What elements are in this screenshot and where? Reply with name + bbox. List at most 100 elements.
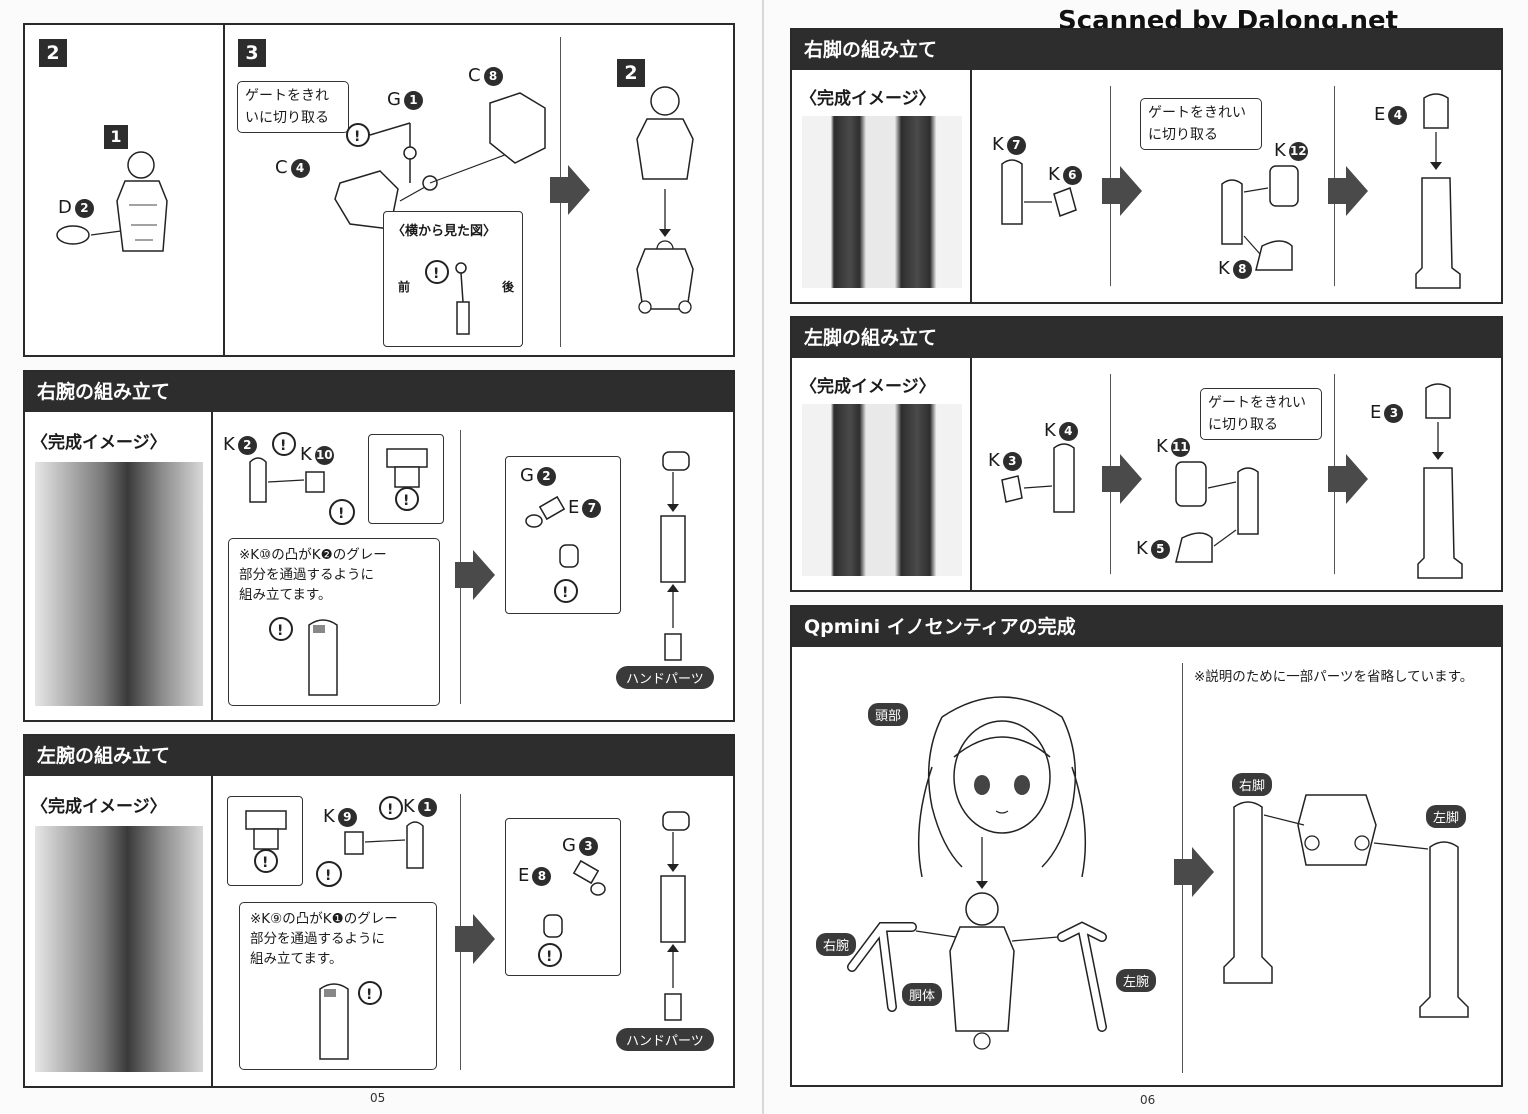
- svg-text:!: !: [262, 855, 268, 871]
- side-view-illustration: !: [425, 260, 470, 335]
- result-step-number-2: 2: [617, 59, 645, 87]
- side-view-title: 〈横から見た図〉: [392, 224, 497, 239]
- head-label: 頭部: [868, 703, 909, 726]
- figure-head-illustration: [917, 696, 1087, 878]
- right-leg-image-label: 〈完成イメージ〉: [800, 89, 936, 109]
- side-view-box: 〈横から見た図〉 前 後 !: [383, 211, 523, 347]
- left-arm-title: 左腕の組み立て: [25, 736, 733, 776]
- right-arm-note-text: ※K⑩の凸がK❷のグレー 部分を通過するように 組み立てます。: [239, 547, 387, 603]
- left-leg-gate-callout: ゲートをきれい に切り取る: [1200, 388, 1322, 440]
- right-arm-label: 右腕: [816, 933, 857, 956]
- left-arm-hand-parts-label: ハンドパーツ: [616, 1028, 714, 1051]
- next-arrow: [550, 165, 590, 215]
- right-leg-gate-callout: ゲートをきれい に切り取る: [1140, 98, 1262, 150]
- svg-text:!: !: [277, 623, 283, 639]
- svg-text:!: !: [338, 506, 344, 522]
- left-leg-knee-parts-illustration: [1001, 443, 1075, 513]
- page-gutter: [762, 0, 764, 1114]
- svg-text:!: !: [366, 987, 372, 1003]
- svg-text:!: !: [280, 438, 286, 454]
- right-leg-boot-parts-illustration: [1221, 165, 1299, 271]
- right-arm-note: ※K⑩の凸がK❷のグレー 部分を通過するように 組み立てます。 !: [228, 538, 440, 706]
- right-arm-detail-box: !: [368, 434, 444, 524]
- left-leg-boot-parts-illustration: [1175, 461, 1259, 563]
- step-number-2: 2: [39, 39, 67, 67]
- right-leg-title: 右脚の組み立て: [792, 30, 1501, 70]
- left-leg-image-label: 〈完成イメージ〉: [800, 377, 936, 397]
- right-leg-label: 右脚: [1232, 773, 1273, 796]
- sub-step-number-1: 1: [104, 125, 128, 149]
- right-leg-assembled-illustration: [1415, 93, 1461, 289]
- right-arm-hand-parts-label: ハンドパーツ: [616, 666, 714, 689]
- left-arm-assembly-illustration: [660, 811, 690, 1021]
- svg-text:!: !: [546, 949, 552, 965]
- svg-text:!: !: [387, 802, 393, 818]
- left-arm-note-text: ※K⑨の凸がK❶のグレー 部分を通過するように 組み立てます。: [250, 911, 398, 967]
- completion-next-arrow: [1174, 847, 1214, 897]
- svg-text:!: !: [562, 585, 568, 601]
- left-arm-note: ※K⑨の凸がK❶のグレー 部分を通過するように 組み立てます。 !: [239, 902, 437, 1070]
- left-note-illustration: !: [319, 981, 382, 1060]
- completion-panel: Qpmini イノセンティアの完成 ※説明のために一部パーツを省略しています。 …: [790, 605, 1503, 1087]
- left-leg-label: 左脚: [1426, 805, 1467, 828]
- front-label: 前: [398, 280, 411, 294]
- note-illustration: !: [269, 617, 338, 696]
- left-arm-label: 左腕: [1116, 969, 1157, 992]
- assembled-torso-illustration: [636, 86, 694, 314]
- figure-legs-illustration: [1223, 794, 1469, 1018]
- shoulder-assembly-illustration: !: [334, 92, 546, 230]
- svg-text:!: !: [433, 266, 439, 282]
- right-leg-next-arrow-2: [1328, 166, 1368, 216]
- left-leg-title: 左脚の組み立て: [792, 318, 1501, 358]
- right-arm-title: 右腕の組み立て: [25, 372, 733, 412]
- svg-text:!: !: [403, 493, 409, 509]
- page-number-right: 06: [1140, 1093, 1156, 1107]
- right-leg-knee-parts-illustration: [1001, 159, 1077, 225]
- left-arm-detail-box: !: [227, 796, 303, 886]
- figure-body-illustration: [847, 837, 1107, 1050]
- elbow-parts-illustration: !: [525, 495, 579, 603]
- right-leg-next-arrow-1: [1102, 166, 1142, 216]
- svg-text:!: !: [354, 129, 360, 145]
- right-arm-parts-illustration: ! !: [249, 432, 355, 525]
- left-arm-next-arrow: [455, 914, 495, 964]
- left-leg-assembled-illustration: [1417, 383, 1463, 579]
- right-arm-assembly-illustration: [660, 451, 690, 661]
- completion-note: ※説明のために一部パーツを省略しています。: [1194, 669, 1474, 685]
- left-elbow-parts-illustration: !: [538, 859, 606, 967]
- svg-text:!: !: [325, 868, 331, 884]
- right-arm-photo: [35, 462, 203, 706]
- left-leg-next-arrow-2: [1328, 454, 1368, 504]
- torso-label: 胴体: [902, 983, 943, 1006]
- left-arm-image-label: 〈完成イメージ〉: [31, 797, 167, 817]
- right-leg-photo: [802, 116, 962, 288]
- left-joint-detail-illustration: !: [245, 810, 287, 873]
- left-arm-photo: [35, 826, 203, 1072]
- completion-title: Qpmini イノセンティアの完成: [792, 607, 1501, 647]
- left-arm-parts-illustration: ! !: [316, 796, 424, 887]
